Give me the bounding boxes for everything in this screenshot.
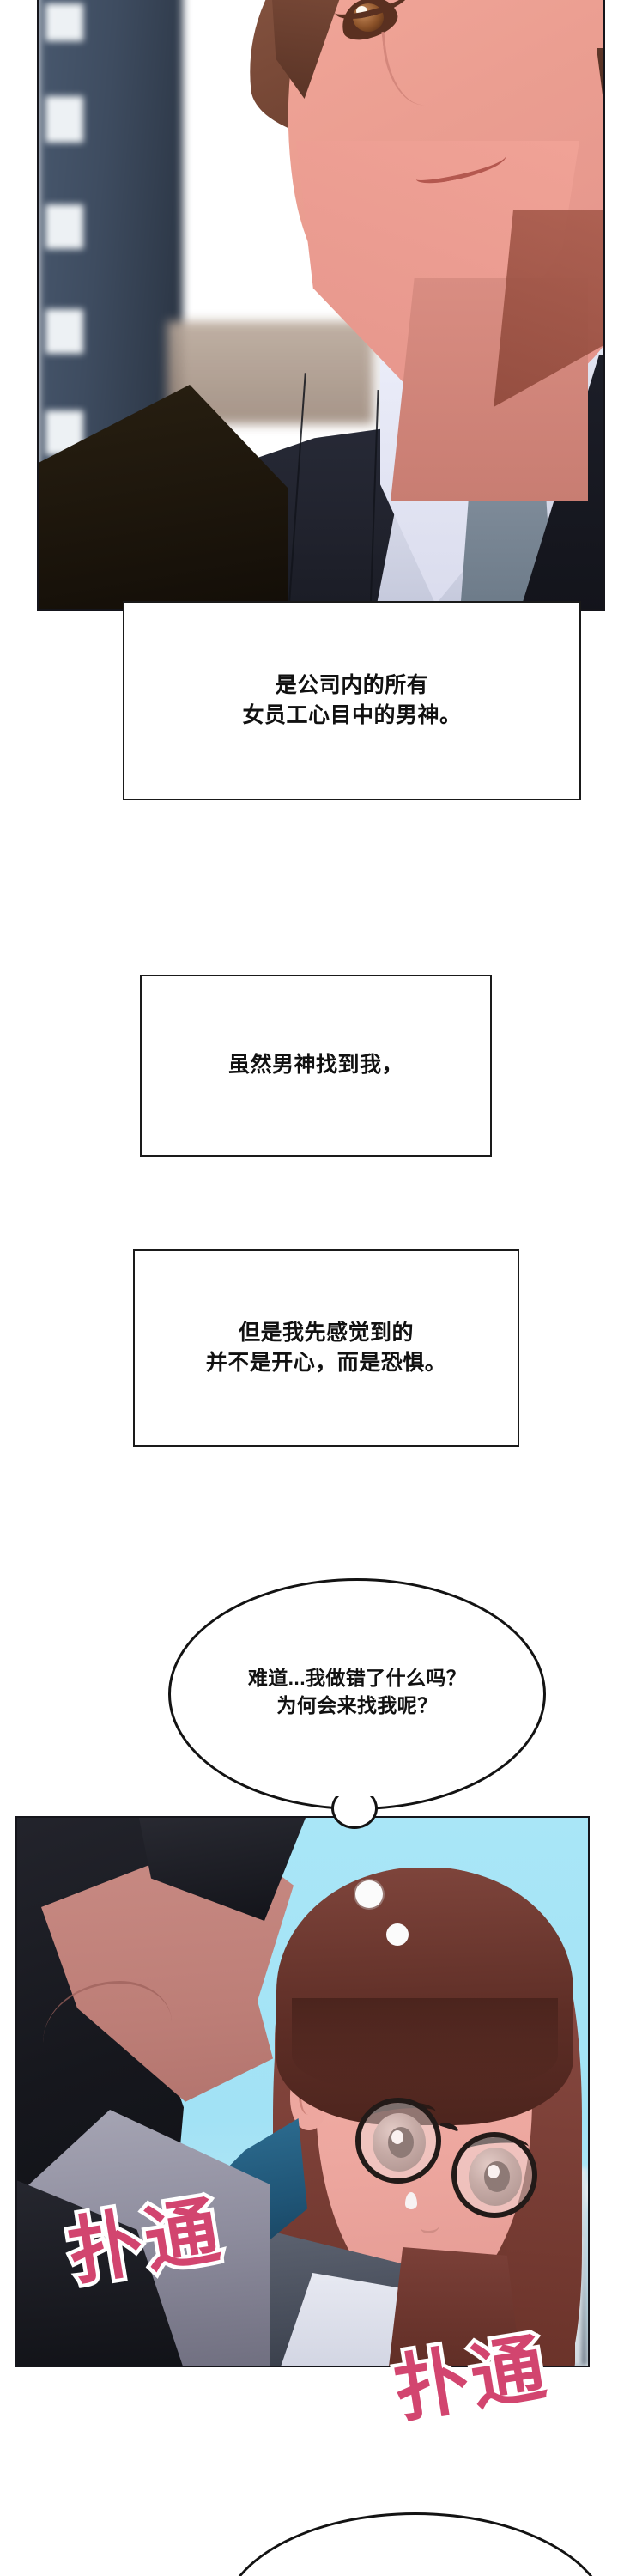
speech-bubble-tail-mask	[335, 1783, 374, 1796]
panel-man-smiling	[37, 0, 605, 611]
speech-bubble-main-text: 难道...我做错了什么吗？ 为何会来找我呢？	[247, 1666, 467, 1716]
panel1-window	[45, 309, 83, 354]
bubble-tail-dot-small	[386, 1923, 409, 1946]
panel2-glasses-lens-left	[355, 2098, 441, 2184]
caption-box-2: 虽然男神找到我，	[140, 975, 492, 1157]
caption-text-3: 但是我先感觉到的 并不是开心，而是恐惧。	[205, 1320, 447, 1376]
panel1-eye-highlight	[356, 6, 367, 16]
panel2-girl-nose	[421, 2220, 439, 2233]
panel2-glasses-lens-right	[451, 2132, 537, 2218]
panel2-sweat-drop	[405, 2192, 417, 2209]
caption-text-1: 是公司内的所有 女员工心目中的男神。	[242, 672, 462, 728]
panel1-window	[45, 96, 83, 143]
panel-girl-with-glasses	[15, 1816, 590, 2367]
panel1-window	[45, 204, 83, 249]
panel2-man-hand-crease	[43, 1981, 172, 2084]
caption-text-2: 虽然男神找到我，	[227, 1053, 403, 1078]
caption-box-3: 但是我先感觉到的 并不是开心，而是恐惧。	[133, 1249, 519, 1447]
panel2-girl-bangs-shadow	[292, 1998, 558, 2093]
panel1-window	[45, 3, 83, 41]
speech-bubble-main: 难道...我做错了什么吗？ 为何会来找我呢？	[168, 1578, 546, 1810]
panel2-girl-hair-front	[386, 2247, 524, 2366]
speech-bubble-bottom-partial	[221, 2512, 609, 2576]
sound-effect-heartbeat-2: 扑通	[385, 2321, 558, 2438]
bubble-tail-dot-large	[355, 1880, 383, 1908]
caption-box-1: 是公司内的所有 女员工心目中的男神。	[123, 601, 581, 800]
